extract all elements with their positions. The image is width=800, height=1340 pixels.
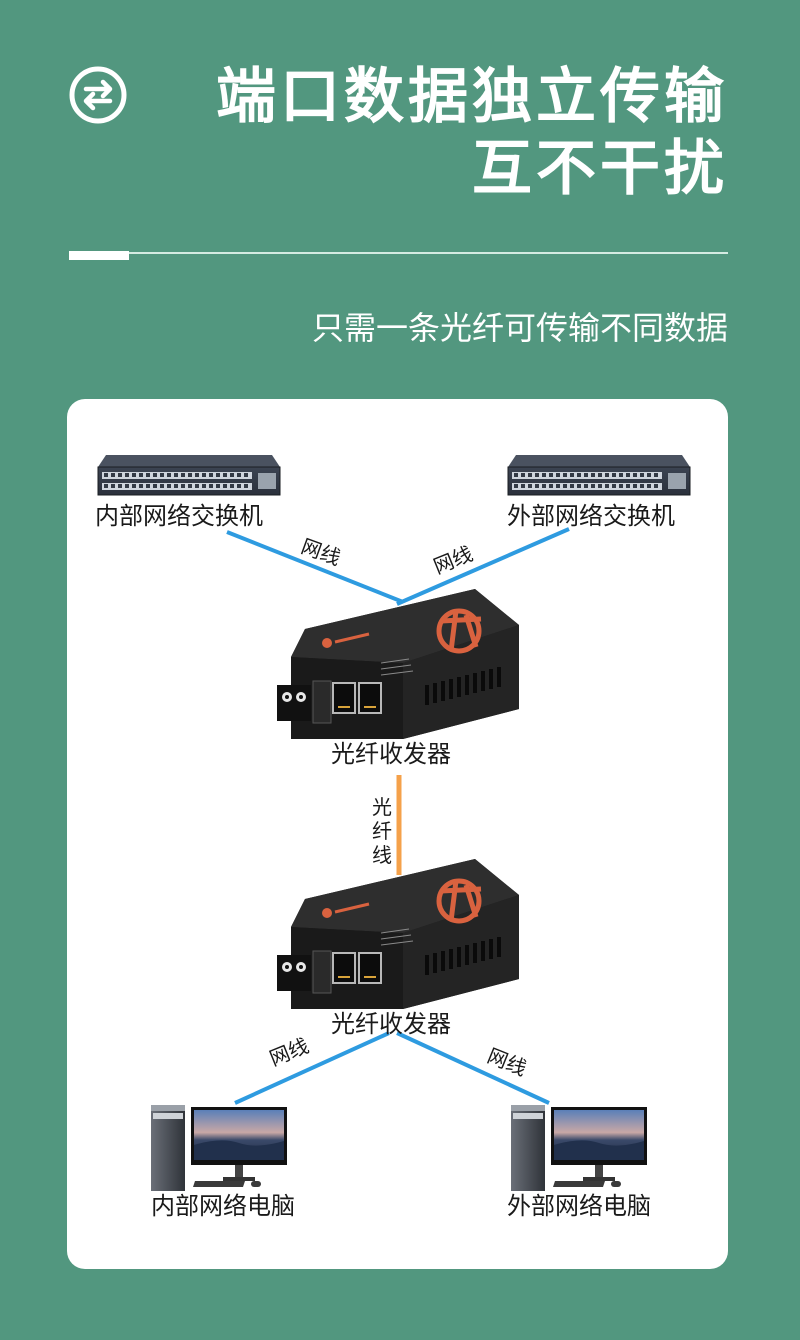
internal-pc-cable [234, 1031, 390, 1105]
internal-switch-cable [226, 530, 404, 604]
page-title: 端口数据独立传输 [216, 62, 728, 132]
network-diagram [96, 453, 692, 1191]
internal-pc-label: 内部网络电脑 [151, 1192, 295, 1220]
fiber-cable-label-char: 纤 [372, 819, 392, 843]
fiber-cable-label-char: 线 [372, 843, 392, 867]
external-switch-device [506, 453, 692, 497]
fiber-cable-label-char: 光 [372, 795, 392, 819]
network-diagram-card: 内部网络交换机 外部网络交换机 网线 网线 光纤收发器 光 纤 线 光纤收发器 … [67, 399, 728, 1269]
internal-switch-device [96, 453, 282, 497]
divider [69, 252, 728, 254]
internal-switch-label: 内部网络交换机 [95, 502, 263, 530]
external-switch-label: 外部网络交换机 [507, 502, 675, 530]
transceiver-label: 光纤收发器 [331, 740, 451, 768]
internal-pc-device [151, 1105, 287, 1191]
external-switch-cable [396, 527, 570, 606]
external-pc-cable [396, 1031, 550, 1105]
divider-accent [69, 251, 129, 260]
transceiver-device-top [277, 589, 519, 739]
external-pc-label: 外部网络电脑 [507, 1192, 651, 1220]
external-pc-device [511, 1105, 647, 1191]
page-title-line2: 互不干扰 [472, 134, 728, 204]
page-subtitle: 只需一条光纤可传输不同数据 [311, 309, 728, 347]
transceiver-device-bottom [277, 859, 519, 1009]
transceiver-label: 光纤收发器 [331, 1010, 451, 1038]
swap-arrows-icon [69, 66, 127, 124]
